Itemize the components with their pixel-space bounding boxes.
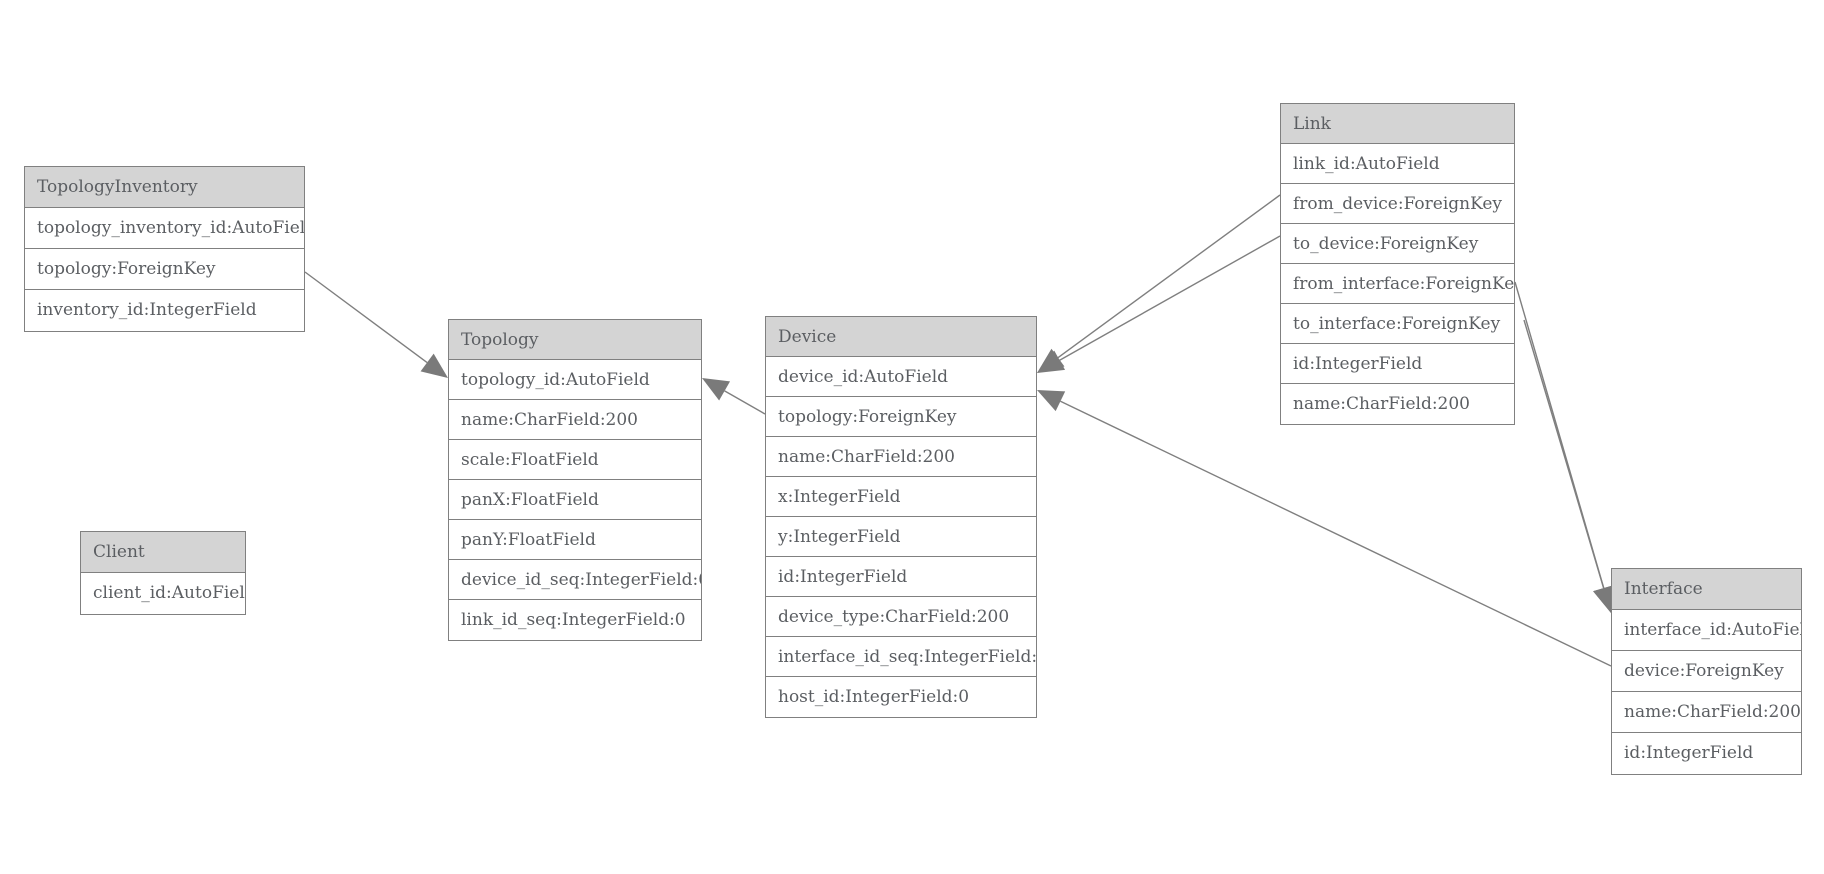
- relationship-link-from-device: [1037, 194, 1281, 373]
- field-row[interactable]: topology:ForeignKey: [25, 249, 304, 290]
- field-row[interactable]: from_interface:ForeignKey: [1281, 264, 1514, 304]
- field-row[interactable]: x:IntegerField: [766, 477, 1036, 517]
- field-row[interactable]: panY:FloatField: [449, 520, 701, 560]
- relationship-arrowhead-icon: [702, 378, 731, 401]
- field-row[interactable]: device_id_seq:IntegerField:0: [449, 560, 701, 600]
- field-row[interactable]: id:IntegerField: [766, 557, 1036, 597]
- field-row[interactable]: name:CharField:200: [766, 437, 1036, 477]
- relationship-line: [304, 271, 428, 364]
- relationship-line: [1060, 400, 1612, 667]
- entity-title-client: Client: [81, 532, 245, 573]
- entity-title-interface: Interface: [1612, 569, 1801, 610]
- field-row[interactable]: link_id:AutoField: [1281, 144, 1514, 184]
- field-row[interactable]: client_id:AutoField: [81, 573, 245, 614]
- field-row[interactable]: scale:FloatField: [449, 440, 701, 480]
- entity-title-link: Link: [1281, 104, 1514, 144]
- field-row[interactable]: inventory_id:IntegerField: [25, 290, 304, 331]
- relationship-line: [1514, 281, 1605, 589]
- field-row[interactable]: y:IntegerField: [766, 517, 1036, 557]
- field-row[interactable]: name:CharField:200: [1612, 692, 1801, 733]
- field-row[interactable]: to_interface:ForeignKey: [1281, 304, 1514, 344]
- entity-title-topology-inventory: TopologyInventory: [25, 167, 304, 208]
- field-row[interactable]: topology:ForeignKey: [766, 397, 1036, 437]
- field-row[interactable]: topology_inventory_id:AutoField: [25, 208, 304, 249]
- relationship-line: [724, 390, 766, 415]
- relationship-line: [1059, 235, 1281, 361]
- relationship-device-topology: [702, 378, 766, 415]
- field-row[interactable]: device_id:AutoField: [766, 357, 1036, 397]
- field-row[interactable]: host_id:IntegerField:0: [766, 677, 1036, 717]
- field-row[interactable]: topology_id:AutoField: [449, 360, 701, 400]
- field-row[interactable]: to_device:ForeignKey: [1281, 224, 1514, 264]
- field-row[interactable]: link_id_seq:IntegerField:0: [449, 600, 701, 640]
- field-row[interactable]: device:ForeignKey: [1612, 651, 1801, 692]
- field-row[interactable]: interface_id:AutoField: [1612, 610, 1801, 651]
- relationship-link-to-device: [1037, 235, 1281, 373]
- field-row[interactable]: id:IntegerField: [1281, 344, 1514, 384]
- relationship-line: [1057, 194, 1281, 359]
- field-row[interactable]: device_type:CharField:200: [766, 597, 1036, 637]
- relationship-link-from-interface: [1514, 281, 1615, 613]
- entity-title-device: Device: [766, 317, 1036, 357]
- relationship-topologyinventory-topology: [304, 271, 448, 378]
- relationship-arrowhead-icon: [1037, 350, 1066, 373]
- relationship-arrowhead-icon: [1037, 390, 1066, 412]
- relationship-line: [1523, 319, 1605, 589]
- entity-fields-client: client_id:AutoField: [81, 573, 245, 614]
- field-row[interactable]: interface_id_seq:IntegerField:0: [766, 637, 1036, 677]
- field-row[interactable]: id:IntegerField: [1612, 733, 1801, 774]
- relationship-interface-device: [1037, 390, 1612, 667]
- field-row[interactable]: name:CharField:200: [449, 400, 701, 440]
- field-row[interactable]: name:CharField:200: [1281, 384, 1514, 424]
- relationship-link-to-interface: [1523, 319, 1615, 613]
- relationship-arrowhead-icon: [1037, 348, 1065, 373]
- field-row[interactable]: panX:FloatField: [449, 480, 701, 520]
- field-row[interactable]: from_device:ForeignKey: [1281, 184, 1514, 224]
- relationship-arrowhead-icon: [420, 353, 448, 378]
- entity-title-topology: Topology: [449, 320, 701, 360]
